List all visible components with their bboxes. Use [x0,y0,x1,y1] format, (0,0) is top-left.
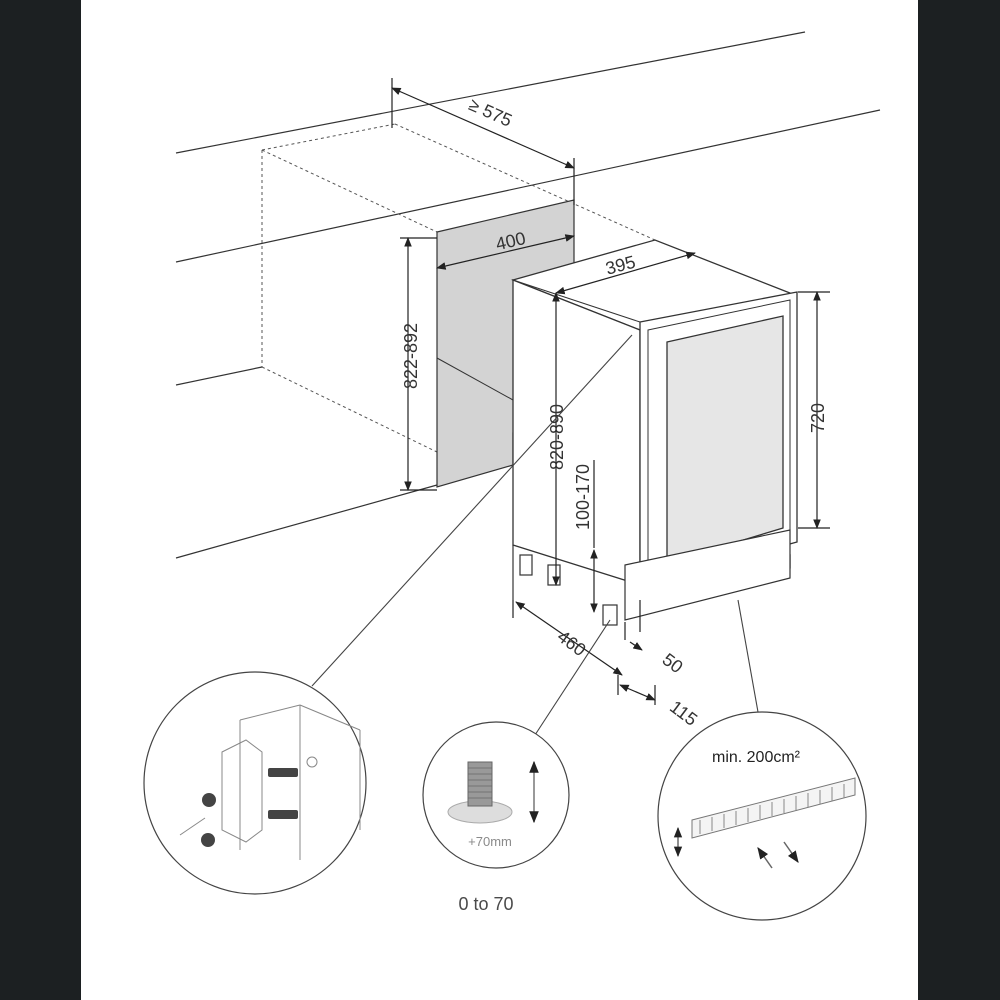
label-foot-range: 0 to 70 [458,894,513,914]
left-border [0,0,81,1000]
callout-leaders [311,334,759,736]
label-appliance-height: 820-890 [547,404,567,470]
ventilation-grille-icon [657,711,867,921]
dimension-door-height [798,291,830,529]
dimension-appliance-depth [512,600,623,676]
dimension-appliance-width [555,251,696,295]
label-door-height: 720 [808,403,828,433]
label-plinth-height: 100-170 [573,464,593,530]
appliance-door [512,279,798,586]
label-niche-height: 822-892 [401,323,421,389]
label-foot-adjust: +70mm [468,834,512,849]
adjustable-foot-icon [422,721,570,869]
dimension-niche-height [400,237,437,491]
right-border [918,0,1000,1000]
label-ventilation: min. 200cm² [712,749,801,766]
label-door-offset: 50 [659,649,687,677]
wall-bracket-icon [143,671,367,895]
dimension-rear-offset [617,675,656,705]
dimension-niche-width [436,234,575,270]
dimension-depth-min [391,78,575,205]
label-depth-min: ≥ 575 [466,94,515,131]
label-rear-offset: 115 [666,697,701,730]
dimension-door-offset [624,600,643,651]
